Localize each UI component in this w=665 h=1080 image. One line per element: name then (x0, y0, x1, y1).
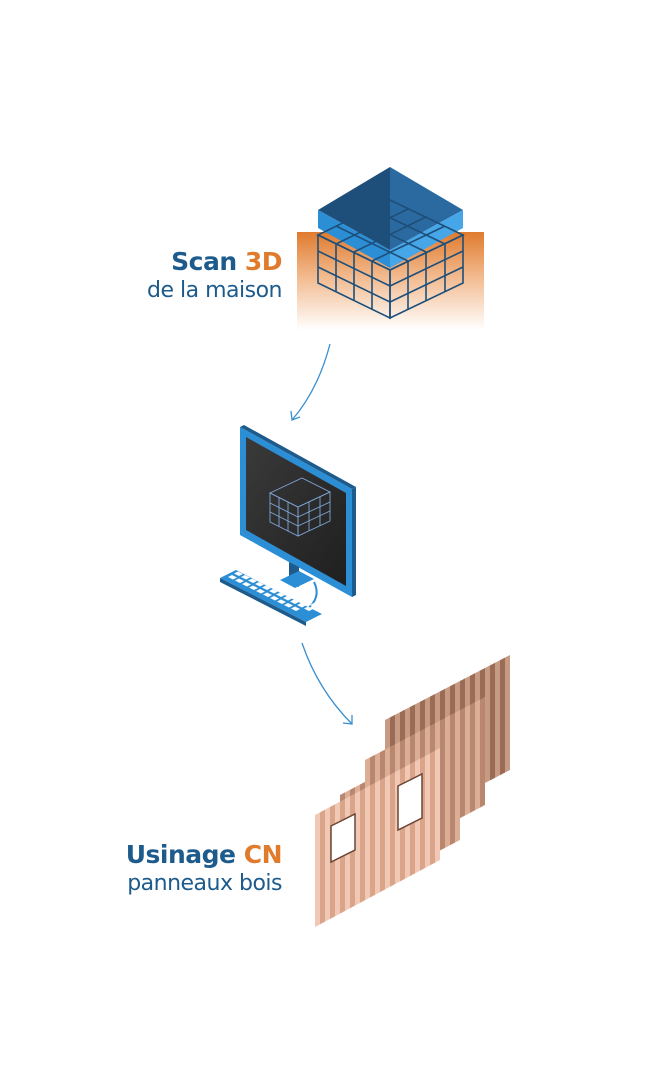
scan-label: Scan 3D de la maison (147, 247, 282, 305)
cn-label: Usinage CN panneaux bois (125, 840, 283, 898)
screen-wireframe (268, 477, 332, 537)
computer-cad-icon (220, 425, 356, 626)
roof-eave-right (390, 210, 463, 268)
keyboard-edge (220, 578, 306, 626)
monitor-screen (246, 437, 346, 586)
panel-window-large (397, 772, 423, 832)
monitor-base (280, 571, 314, 588)
usinage-word: Usinage (125, 840, 236, 869)
cn-word: CN (243, 840, 283, 869)
scan-3d-word: 3D (244, 247, 283, 276)
arrow-down-1 (290, 343, 331, 421)
roof-eave-left (318, 210, 390, 268)
scan-subtitle: de la maison (147, 278, 282, 303)
house-scan-icon (297, 167, 484, 330)
roof-right-face (390, 167, 463, 250)
wood-panels-icon (315, 655, 510, 927)
roof-left-face (318, 167, 390, 250)
cn-subtitle: panneaux bois (127, 871, 282, 896)
arrow-down-2 (301, 642, 353, 725)
scan-word: Scan (171, 247, 237, 276)
keyboard-keys (228, 568, 319, 611)
monitor-edge (352, 487, 356, 597)
wireframe-box (316, 199, 465, 320)
monitor-side (240, 425, 356, 489)
panel-window-small (330, 812, 356, 864)
